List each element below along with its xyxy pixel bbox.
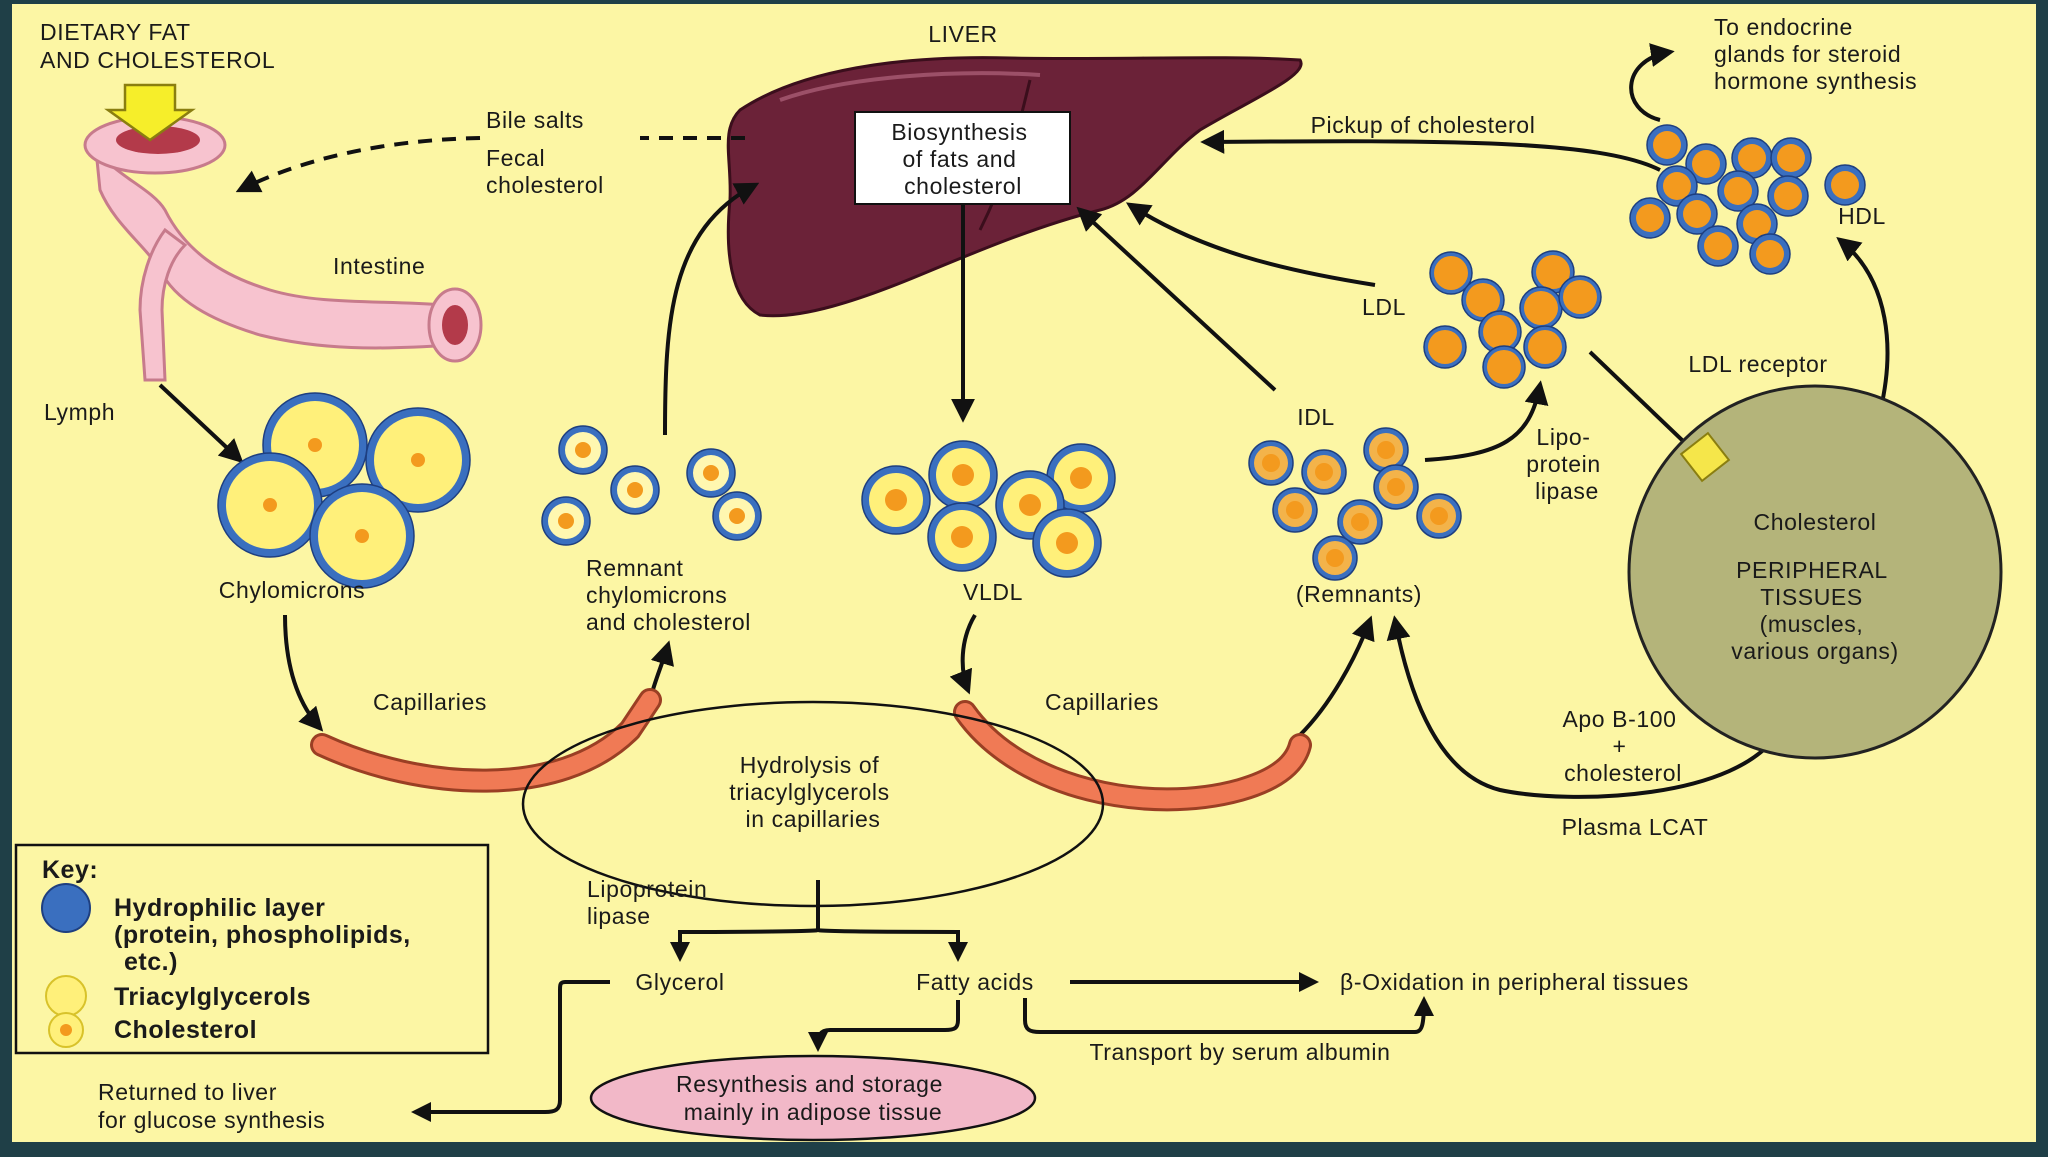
hdl-label: HDL (1838, 203, 1886, 229)
liver-label: LIVER (928, 21, 997, 47)
hdl-particle (1824, 164, 1866, 206)
remnant-particle (541, 496, 591, 546)
lipoprotein-lipase-lower-label: Lipoprotein lipase (587, 876, 714, 929)
ldl-label: LDL (1362, 294, 1406, 320)
fatty-acids-label: Fatty acids (916, 969, 1034, 995)
hdl-particle (1749, 233, 1791, 275)
ldl-particle (1429, 251, 1473, 295)
tissue-cholesterol-label: Cholesterol (1754, 509, 1877, 535)
idl-particle (1373, 464, 1419, 510)
bile-salts-label: Bile salts (486, 107, 584, 133)
hdl-particle (1676, 193, 1718, 235)
ldl-particle (1523, 325, 1567, 369)
ldl-particle (1478, 310, 1522, 354)
lipoprotein-lipase-upper-label: Lipo- protein lipase (1526, 424, 1608, 504)
hdl-particle (1629, 197, 1671, 239)
vldl-particle (861, 465, 931, 535)
remnant-particle (558, 425, 608, 475)
ldl-receptor-shape (1679, 431, 1731, 483)
idl-particle (1248, 440, 1294, 486)
idl-particle (1416, 493, 1462, 539)
resynthesis-label: Resynthesis and storage mainly in adipos… (676, 1071, 950, 1125)
hydrolysis-label: Hydrolysis of triacylglycerols in capill… (729, 752, 896, 832)
chylomicron-particle (309, 483, 415, 589)
remnant-particle (686, 448, 736, 498)
ldl-particle (1519, 286, 1563, 330)
ldl-particle (1482, 345, 1526, 389)
chylomicron-particle (365, 407, 471, 513)
remnant-chylomicrons-label: Remnant chylomicrons and cholesterol (586, 555, 751, 635)
intestine-label: Intestine (333, 253, 425, 279)
biosynthesis-label: Biosynthesis of fats and cholesterol (891, 119, 1034, 199)
beta-oxidation-label: β-Oxidation in peripheral tissues (1340, 969, 1689, 995)
transport-albumin-label: Transport by serum albumin (1089, 1039, 1390, 1065)
fecal-cholesterol-label: Fecal cholesterol (486, 145, 604, 198)
idl-label: IDL (1297, 404, 1335, 430)
idl-particle (1312, 535, 1358, 581)
dietary-fat-label: DIETARY FAT AND CHOLESTEROL (40, 19, 275, 73)
key-hydrophilic-label: Hydrophilic layer (protein, phospholipid… (114, 894, 418, 976)
lipoprotein-particles (217, 124, 1866, 589)
vldl-particle (1032, 508, 1102, 578)
pickup-cholesterol-label: Pickup of cholesterol (1311, 112, 1536, 138)
hdl-particle (1685, 143, 1727, 185)
glycerol-label: Glycerol (635, 969, 724, 995)
hdl-particle (1717, 170, 1759, 212)
vldl-particle (927, 502, 997, 572)
intestine-illustration (83, 83, 483, 382)
ldl-particle (1531, 250, 1575, 294)
hdl-particle (1736, 203, 1778, 245)
capillaries (310, 688, 1312, 812)
vldl-particle (928, 440, 998, 510)
endocrine-label: To endocrine glands for steroid hormone … (1714, 14, 1917, 94)
triacylglycerol-key-swatch (45, 975, 87, 1017)
hdl-particle (1646, 124, 1688, 166)
plasma-lcat-label: Plasma LCAT (1562, 814, 1709, 840)
chylomicrons-label: Chylomicrons (219, 577, 366, 603)
pathway-arrows (158, 43, 1890, 1122)
peripheral-tissues-label: PERIPHERAL TISSUES (muscles, various org… (1731, 557, 1899, 664)
capillaries-left-label: Capillaries (373, 689, 487, 715)
remnants-label: (Remnants) (1296, 581, 1422, 607)
hdl-particle (1767, 175, 1809, 217)
hydrolysis-ellipse (521, 700, 1105, 908)
peripheral-tissue-circle (1627, 384, 2003, 760)
idl-particle (1301, 449, 1347, 495)
hdl-particle (1770, 137, 1812, 179)
key-title: Key: (42, 856, 98, 884)
apo-b100-label: Apo B-100 + cholesterol (1562, 706, 1683, 786)
vldl-particle (1046, 443, 1116, 513)
cholesterol-key-swatch-dot (60, 1024, 72, 1036)
lymph-label: Lymph (44, 399, 115, 425)
returned-to-liver-label: Returned to liver for glucose synthesis (98, 1079, 325, 1133)
vldl-label: VLDL (963, 579, 1023, 605)
remnant-particle (712, 491, 762, 541)
biosynthesis-box (854, 111, 1071, 205)
ldl-receptor-label: LDL receptor (1688, 351, 1827, 377)
adipose-ellipse (589, 1054, 1037, 1142)
hydrophilic-key-swatch (41, 883, 91, 933)
remnant-particle (610, 465, 660, 515)
idl-particle (1363, 427, 1409, 473)
key-cholesterol-label: Cholesterol (114, 1016, 257, 1044)
key-box (14, 843, 490, 1055)
ldl-particle (1423, 325, 1467, 369)
idl-particle (1272, 487, 1318, 533)
capillaries-right-label: Capillaries (1045, 689, 1159, 715)
key-triacylglycerols-label: Triacylglycerols (114, 983, 311, 1011)
idl-particle (1337, 499, 1383, 545)
hdl-particle (1697, 225, 1739, 267)
ldl-particle (1558, 275, 1602, 319)
chylomicron-particle (217, 452, 323, 558)
